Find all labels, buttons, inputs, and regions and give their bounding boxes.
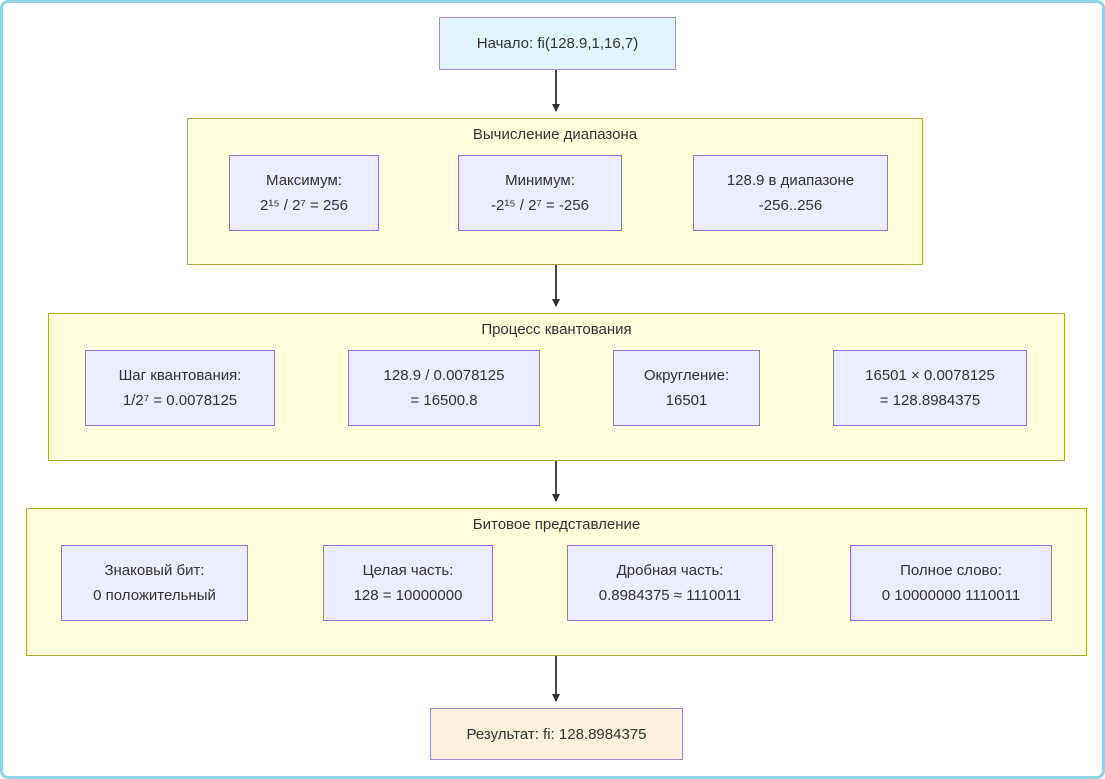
node-range-check: 128.9 в диапазоне -256..256 (693, 155, 888, 231)
node-maximum: Максимум: 2¹⁵ / 2⁷ = 256 (229, 155, 379, 231)
section-quantization-title: Процесс квантования (481, 321, 632, 338)
node-rounding-line2: 16501 (665, 392, 708, 409)
node-fraction-part: Дробная часть: 0.8984375 ≈ 1110011 (567, 545, 773, 621)
node-rounding-line1: Округление: (643, 367, 730, 384)
node-integer-part-line2: 128 = 10000000 (353, 587, 463, 604)
node-division-line2: = 16500.8 (410, 392, 478, 409)
node-multiplication: 16501 × 0.0078125 = 128.8984375 (833, 350, 1027, 426)
node-multiplication-line1: 16501 × 0.0078125 (865, 367, 995, 384)
node-maximum-line2: 2¹⁵ / 2⁷ = 256 (260, 197, 348, 214)
node-sign-bit-line1: Знаковый бит: (104, 562, 205, 579)
node-integer-part: Целая часть: 128 = 10000000 (323, 545, 493, 621)
node-maximum-line1: Максимум: (266, 172, 342, 189)
node-quant-step-line1: Шаг квантования: (118, 367, 242, 384)
node-minimum: Минимум: -2¹⁵ / 2⁷ = -256 (458, 155, 622, 231)
node-start: Начало: fi(128.9,1,16,7) (439, 17, 676, 70)
node-quant-step-line2: 1/2⁷ = 0.0078125 (122, 392, 238, 409)
node-minimum-line1: Минимум: (505, 172, 575, 189)
node-range-check-line2: -256..256 (758, 197, 823, 214)
node-rounding: Округление: 16501 (613, 350, 760, 426)
node-division: 128.9 / 0.0078125 = 16500.8 (348, 350, 540, 426)
node-sign-bit-line2: 0 положительный (93, 587, 216, 604)
node-fraction-part-line2: 0.8984375 ≈ 1110011 (598, 587, 742, 604)
node-result: Результат: fi: 128.8984375 (430, 708, 683, 760)
node-multiplication-line2: = 128.8984375 (879, 392, 981, 409)
node-integer-part-line1: Целая часть: (362, 562, 454, 579)
node-division-line1: 128.9 / 0.0078125 (383, 367, 505, 384)
node-minimum-line2: -2¹⁵ / 2⁷ = -256 (491, 197, 589, 214)
node-fraction-part-line1: Дробная часть: (616, 562, 724, 579)
node-range-check-line1: 128.9 в диапазоне (726, 172, 855, 189)
node-full-word: Полное слово: 0 10000000 1110011 (850, 545, 1052, 621)
node-result-label: Результат: fi: 128.8984375 (466, 725, 647, 743)
node-quant-step: Шаг квантования: 1/2⁷ = 0.0078125 (85, 350, 275, 426)
node-full-word-line2: 0 10000000 1110011 (881, 587, 1021, 604)
section-bits-title: Битовое представление (472, 516, 641, 533)
section-range-title: Вычисление диапазона (472, 126, 638, 143)
node-start-label: Начало: fi(128.9,1,16,7) (476, 35, 639, 52)
node-sign-bit: Знаковый бит: 0 положительный (61, 545, 248, 621)
node-full-word-line1: Полное слово: (900, 562, 1002, 579)
